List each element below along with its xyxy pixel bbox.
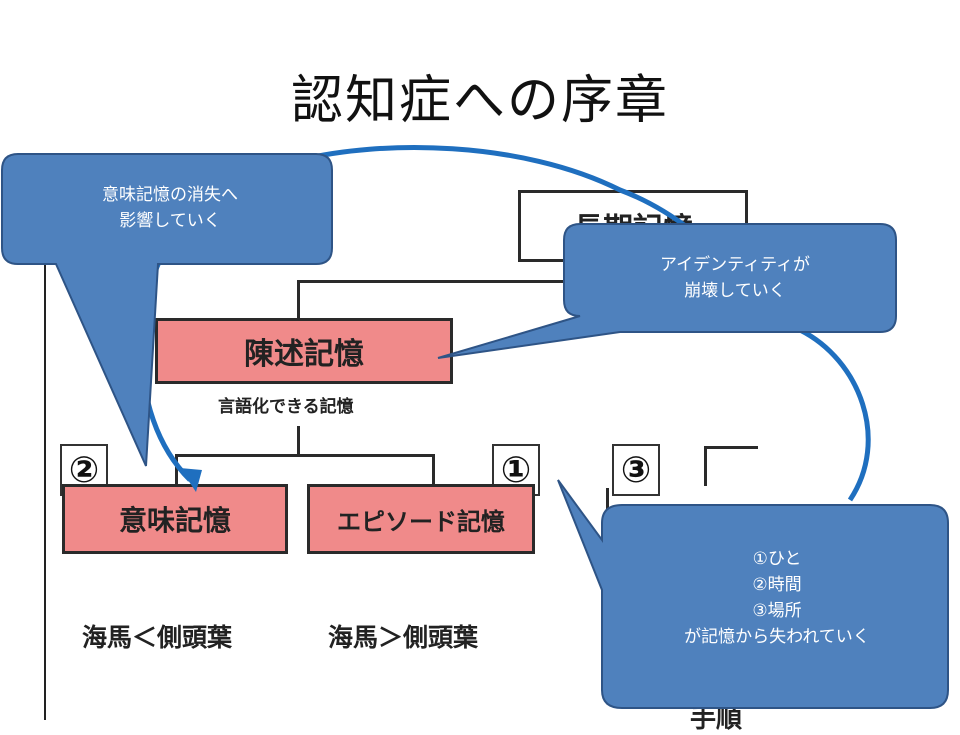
callout-identity-text: アイデンティティが 崩壊していく	[590, 252, 880, 304]
tree-connector-to-episodic	[432, 454, 435, 486]
declarative-memory-box: 陳述記憶	[155, 318, 453, 384]
callout-semantic-line-1: 意味記憶の消失へ	[102, 185, 238, 205]
callout-orientation-text: ①ひと ②時間 ③場所 が記憶から失われていく	[612, 546, 942, 650]
episodic-memory-label: エピソード記憶	[337, 507, 505, 536]
tree-connector-children	[175, 454, 435, 457]
callout-semantic-line-2: 影響していく	[119, 211, 221, 231]
tree-connector-top	[297, 280, 757, 283]
callout-identity-bubble	[437, 223, 897, 359]
declarative-caption: 言語化できる記憶	[218, 397, 354, 417]
tree-connector-third-down	[704, 446, 707, 486]
callout-orientation-line-1: ①ひと	[752, 549, 802, 569]
left-border-line	[44, 180, 46, 720]
callout-orientation-line-2: ②時間	[752, 575, 802, 595]
declarative-memory-label: 陳述記憶	[244, 337, 364, 372]
episodic-relation-label: 海馬＞側頭葉	[328, 623, 479, 652]
semantic-memory-label: 意味記憶	[118, 504, 231, 537]
arrow-head-semantic	[180, 468, 202, 492]
callout-semantic-text: 意味記憶の消失へ 影響していく	[40, 182, 300, 234]
tree-connector-declarative-down	[297, 426, 300, 456]
callout-semantic-bubble	[1, 153, 333, 467]
callout-orientation-bubble	[557, 479, 949, 709]
number-badge-3: ③	[612, 444, 660, 496]
episodic-memory-box: エピソード記憶	[307, 484, 535, 554]
callout-identity-line-2: 崩壊していく	[684, 281, 786, 301]
tree-connector-to-semantic	[175, 454, 178, 486]
semantic-memory-box: 意味記憶	[62, 484, 288, 554]
callout-identity-line-1: アイデンティティが	[659, 255, 811, 275]
callout-orientation-line-4: が記憶から失われていく	[684, 627, 870, 647]
tree-connector-to-declarative	[297, 280, 300, 320]
tree-connector-third	[704, 446, 758, 449]
annotation-overlay	[1, 145, 949, 709]
semantic-relation-label: 海馬＜側頭葉	[82, 623, 233, 652]
callout-orientation-line-3: ③場所	[752, 601, 802, 621]
slide-title: 認知症への序章	[290, 71, 669, 131]
